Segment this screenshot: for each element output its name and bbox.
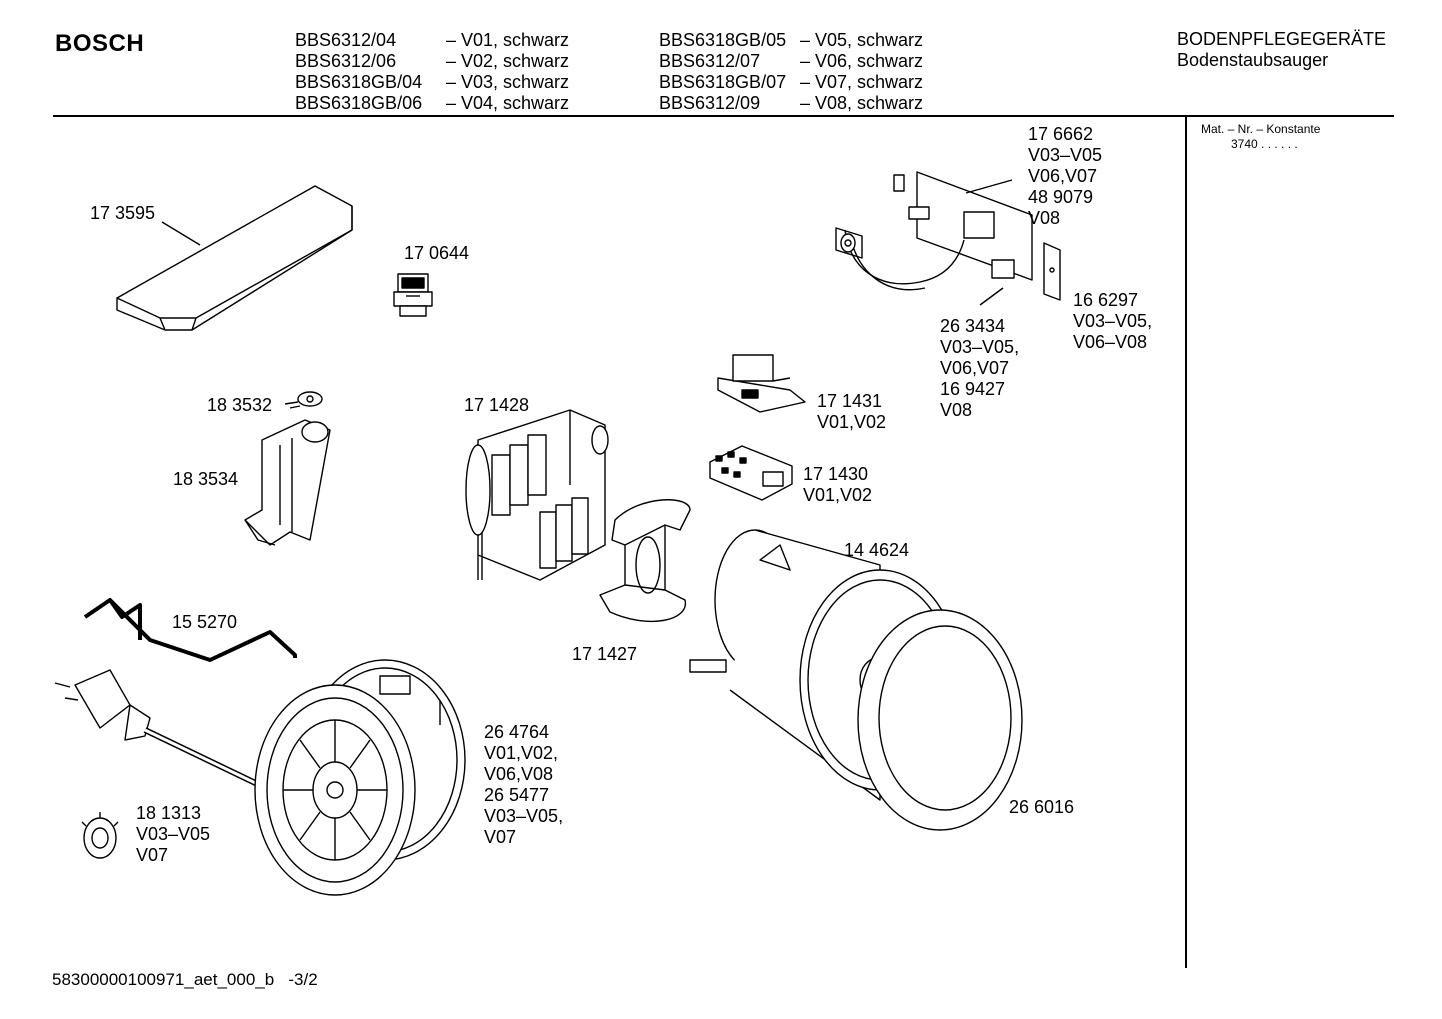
model-number: BBS6318GB/04 — [295, 72, 423, 92]
clip-part — [284, 391, 323, 409]
cable-reel-part — [254, 659, 466, 896]
model-variant: – V07, schwarz — [800, 72, 924, 92]
category-block: BODENPFLEGEGERÄTE Bodenstaubsauger — [1177, 29, 1386, 71]
part-variants: V03–V05, — [940, 337, 1020, 357]
part-number: 17 1430 — [803, 464, 869, 484]
sidebar-divider — [1185, 116, 1187, 968]
part-label: 17 1427 — [572, 644, 638, 664]
part-variants: V08 — [1028, 208, 1061, 228]
part-variants: V03–V05, — [484, 806, 564, 826]
part-label-group: 18 1313 V03–V05 V07 — [136, 803, 210, 866]
part-variants: V07 — [484, 827, 517, 847]
pcb-1431-part — [717, 354, 806, 413]
part-label: 17 3595 — [90, 203, 156, 223]
part-number: 17 6662 — [1028, 124, 1094, 144]
leader-line — [979, 287, 1004, 306]
part-variants: V06,V07 — [1028, 166, 1098, 186]
part-label-group: 26 4764 V01,V02, V06,V08 26 5477 V03–V05… — [484, 722, 563, 848]
part-variants: V01,V02, — [484, 743, 559, 763]
model-variant: – V04, schwarz — [446, 93, 570, 113]
material-value: 3740 . . . . . . — [1231, 137, 1298, 151]
model-number: BBS6312/07 — [659, 51, 761, 71]
part-variants: V03–V05 — [136, 824, 211, 844]
model-number: BBS6318GB/06 — [295, 93, 423, 113]
model-variant: – V08, schwarz — [800, 93, 924, 113]
part-label: 14 4624 — [844, 540, 910, 560]
part-number: 26 3434 — [940, 316, 1006, 336]
part-label: 17 1428 — [464, 395, 530, 415]
motor-housing-part — [465, 409, 609, 581]
footer: 58300000100971_aet_000_b -3/2 — [52, 970, 318, 990]
part-variants: V03–V05 — [1028, 145, 1103, 165]
model-variant: – V06, schwarz — [800, 51, 924, 71]
part-variants: V06,V08 — [484, 764, 554, 784]
front-ring-part — [857, 609, 1023, 831]
material-title: Mat. – Nr. – Konstante — [1201, 122, 1321, 136]
switch-part — [393, 273, 433, 317]
power-plug-part — [54, 669, 272, 793]
page-number: -3/2 — [288, 970, 318, 989]
part-variants: V03–V05, — [1073, 311, 1153, 331]
electronics-board-part — [835, 171, 1061, 306]
part-variants: V07 — [136, 845, 169, 865]
part-variants: V06–V08 — [1073, 332, 1148, 352]
model-number: BBS6312/06 — [295, 51, 397, 71]
leader-line — [161, 221, 201, 246]
model-number: BBS6318GB/07 — [659, 72, 787, 92]
wire-bracket-part — [83, 598, 297, 662]
leader-line — [965, 179, 1013, 194]
model-variant: – V01, schwarz — [446, 30, 570, 50]
part-label: 18 3534 — [173, 469, 239, 489]
part-number: 18 1313 — [136, 803, 202, 823]
model-number: BBS6312/09 — [659, 93, 761, 113]
part-label: 18 3532 — [207, 395, 273, 415]
part-number: 16 9427 — [940, 379, 1006, 399]
part-label-group: 17 6662 V03–V05 V06,V07 48 9079 V08 — [1028, 124, 1102, 229]
part-label-group: 17 1430 V01,V02 — [803, 464, 872, 506]
part-label-group: 17 1431 V01,V02 — [817, 391, 886, 433]
part-number: 26 4764 — [484, 722, 550, 742]
model-number: BBS6312/04 — [295, 30, 397, 50]
header-divider — [53, 115, 1394, 117]
category-subtitle: Bodenstaubsauger — [1177, 50, 1329, 70]
motor-bracket-part — [599, 499, 691, 623]
bracket-part — [244, 419, 331, 546]
part-label-group: 16 6297 V03–V05, V06–V08 — [1073, 290, 1152, 353]
part-variants: V01,V02 — [803, 485, 873, 505]
model-number: BBS6318GB/05 — [659, 30, 787, 50]
filter-plate-part — [116, 185, 353, 331]
wheel-part — [81, 812, 119, 859]
part-label: 17 0644 — [404, 243, 470, 263]
material-info: Mat. – Nr. – Konstante 3740 . . . . . . — [1201, 122, 1320, 152]
pcb-1430-part — [709, 445, 793, 501]
part-variants: V06,V07 — [940, 358, 1010, 378]
part-variants: V08 — [940, 400, 973, 420]
model-variant: – V03, schwarz — [446, 72, 570, 92]
part-number: 16 6297 — [1073, 290, 1139, 310]
model-variant: – V02, schwarz — [446, 51, 570, 71]
part-number: 26 5477 — [484, 785, 550, 805]
model-variant: – V05, schwarz — [800, 30, 924, 50]
document-id: 58300000100971_aet_000_b — [52, 970, 275, 989]
part-number: 48 9079 — [1028, 187, 1094, 207]
part-label-group: 26 3434 V03–V05, V06,V07 16 9427 V08 — [940, 316, 1019, 421]
brand-logo: BOSCH — [55, 30, 145, 57]
part-label: 26 6016 — [1009, 797, 1075, 817]
part-variants: V01,V02 — [817, 412, 887, 432]
category-title: BODENPFLEGEGERÄTE — [1177, 29, 1387, 49]
part-number: 17 1431 — [817, 391, 883, 411]
part-label: 15 5270 — [172, 612, 238, 632]
